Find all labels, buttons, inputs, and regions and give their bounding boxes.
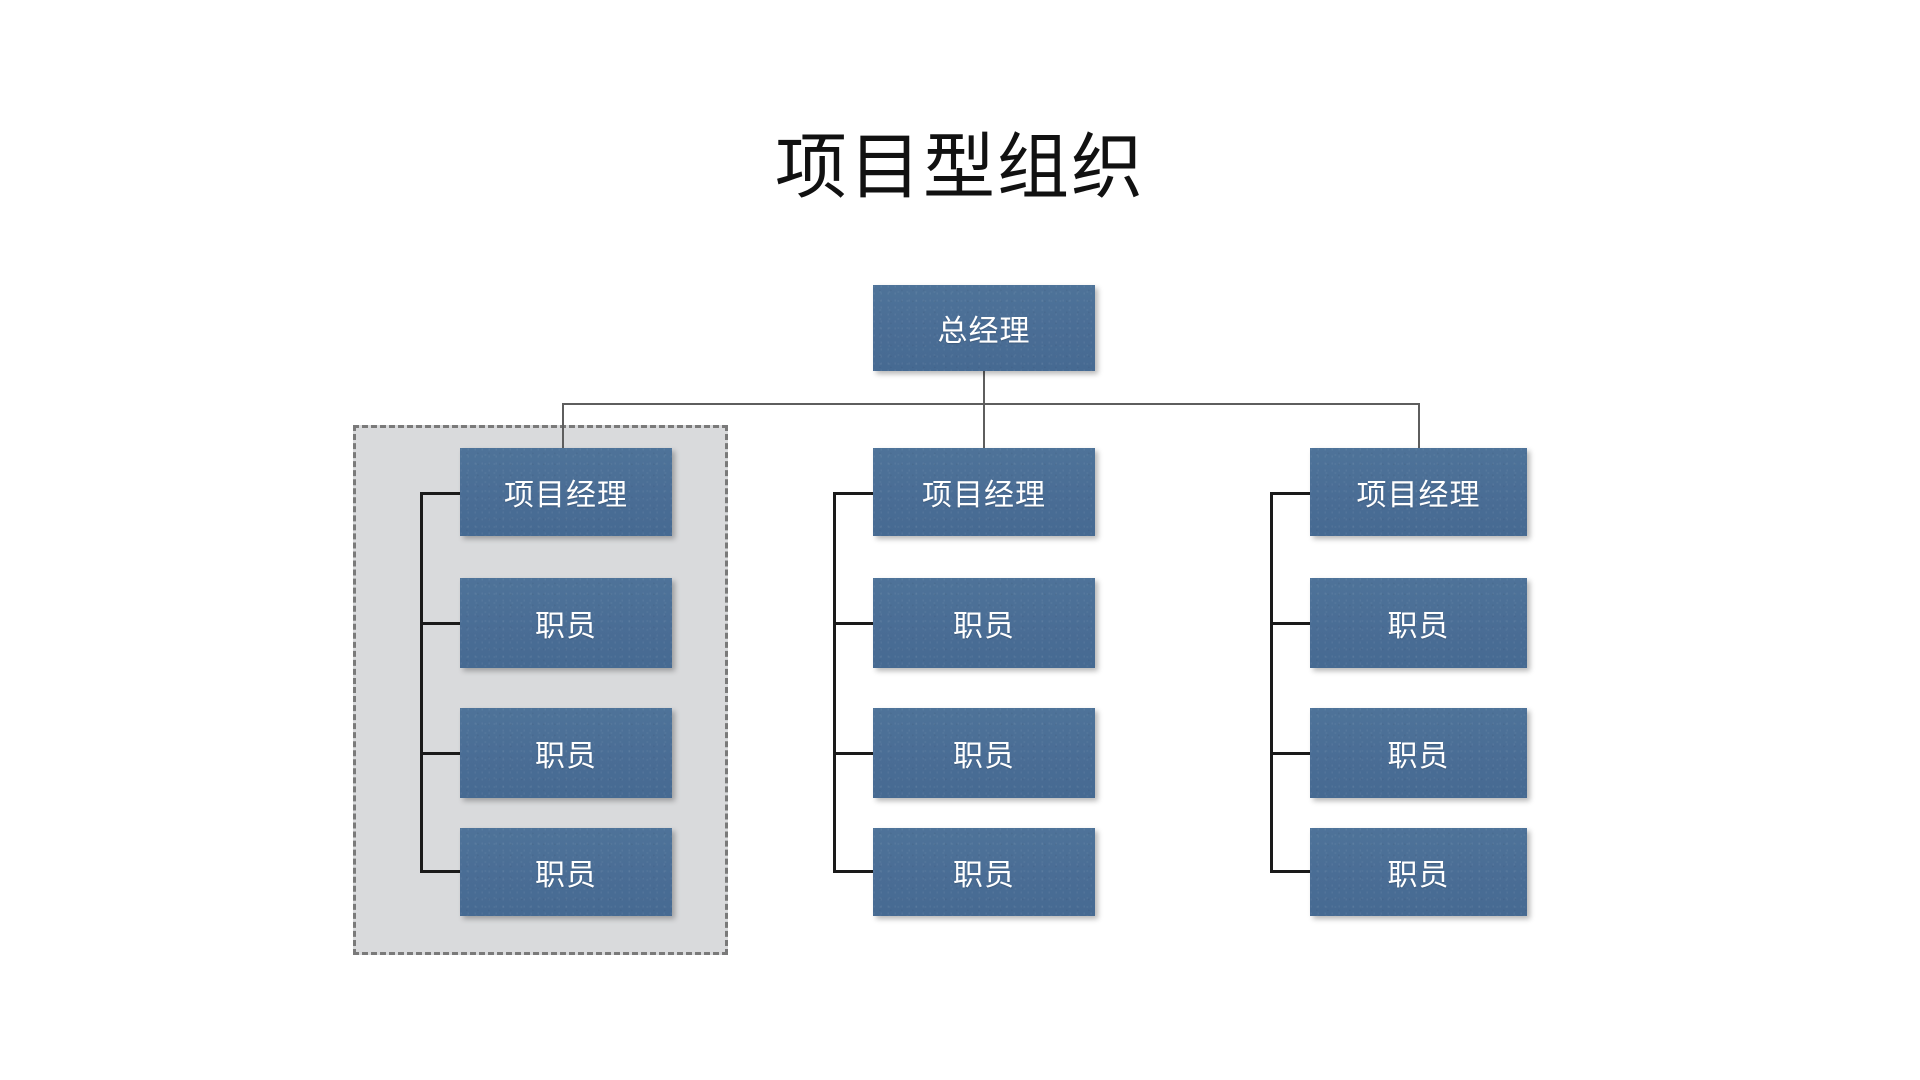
node-label: 职员 <box>953 740 1015 773</box>
node-staff-1-2[interactable]: 职员 <box>460 708 672 798</box>
connector-stub-column-2-staff-1 <box>833 622 875 625</box>
node-label: 总经理 <box>937 315 1031 348</box>
connector-stub-column-3-staff-2 <box>1270 752 1312 755</box>
node-staff-1-1[interactable]: 职员 <box>460 578 672 668</box>
connector-stub-column-3-staff-1 <box>1270 622 1312 625</box>
node-staff-2-1[interactable]: 职员 <box>873 578 1095 668</box>
connector-drop-column-1 <box>562 403 564 455</box>
node-general-manager[interactable]: 总经理 <box>873 285 1095 371</box>
connector-stub-column-3-staff-3 <box>1270 870 1312 873</box>
page-title: 项目型组织 <box>774 128 1145 208</box>
connector-stub-column-1-staff-2 <box>420 752 462 755</box>
node-label: 职员 <box>953 610 1015 643</box>
connector-drop-column-3 <box>1418 403 1420 455</box>
node-project-manager-2[interactable]: 项目经理 <box>873 448 1095 536</box>
node-project-manager-3[interactable]: 项目经理 <box>1310 448 1527 536</box>
node-label: 项目经理 <box>504 479 628 512</box>
node-staff-2-2[interactable]: 职员 <box>873 708 1095 798</box>
connector-stub-column-2-manager <box>833 492 875 495</box>
node-staff-2-3[interactable]: 职员 <box>873 828 1095 916</box>
node-label: 职员 <box>1387 740 1450 773</box>
connector-spine-column-1 <box>420 492 423 872</box>
node-label: 项目经理 <box>1356 479 1481 512</box>
connector-spine-column-3 <box>1270 492 1273 872</box>
node-project-manager-1[interactable]: 项目经理 <box>460 448 672 536</box>
connector-drop-column-2 <box>983 403 985 455</box>
connector-stub-column-1-staff-1 <box>420 622 462 625</box>
node-staff-3-3[interactable]: 职员 <box>1310 828 1527 916</box>
node-label: 职员 <box>535 859 597 892</box>
connector-stub-column-2-staff-2 <box>833 752 875 755</box>
node-staff-1-3[interactable]: 职员 <box>460 828 672 916</box>
node-label: 职员 <box>1387 610 1450 643</box>
node-staff-3-1[interactable]: 职员 <box>1310 578 1527 668</box>
connector-stub-column-2-staff-3 <box>833 870 875 873</box>
node-label: 职员 <box>953 859 1015 892</box>
node-label: 职员 <box>535 740 597 773</box>
connector-stub-column-3-manager <box>1270 492 1312 495</box>
connector-stub-column-1-manager <box>420 492 462 495</box>
node-label: 项目经理 <box>922 479 1046 512</box>
connector-horizontal-bus <box>562 403 1420 405</box>
connector-stub-column-1-staff-3 <box>420 870 462 873</box>
connector-root-stem <box>983 371 985 404</box>
node-label: 职员 <box>535 610 597 643</box>
connector-spine-column-2 <box>833 492 836 872</box>
node-label: 职员 <box>1387 859 1450 892</box>
node-staff-3-2[interactable]: 职员 <box>1310 708 1527 798</box>
